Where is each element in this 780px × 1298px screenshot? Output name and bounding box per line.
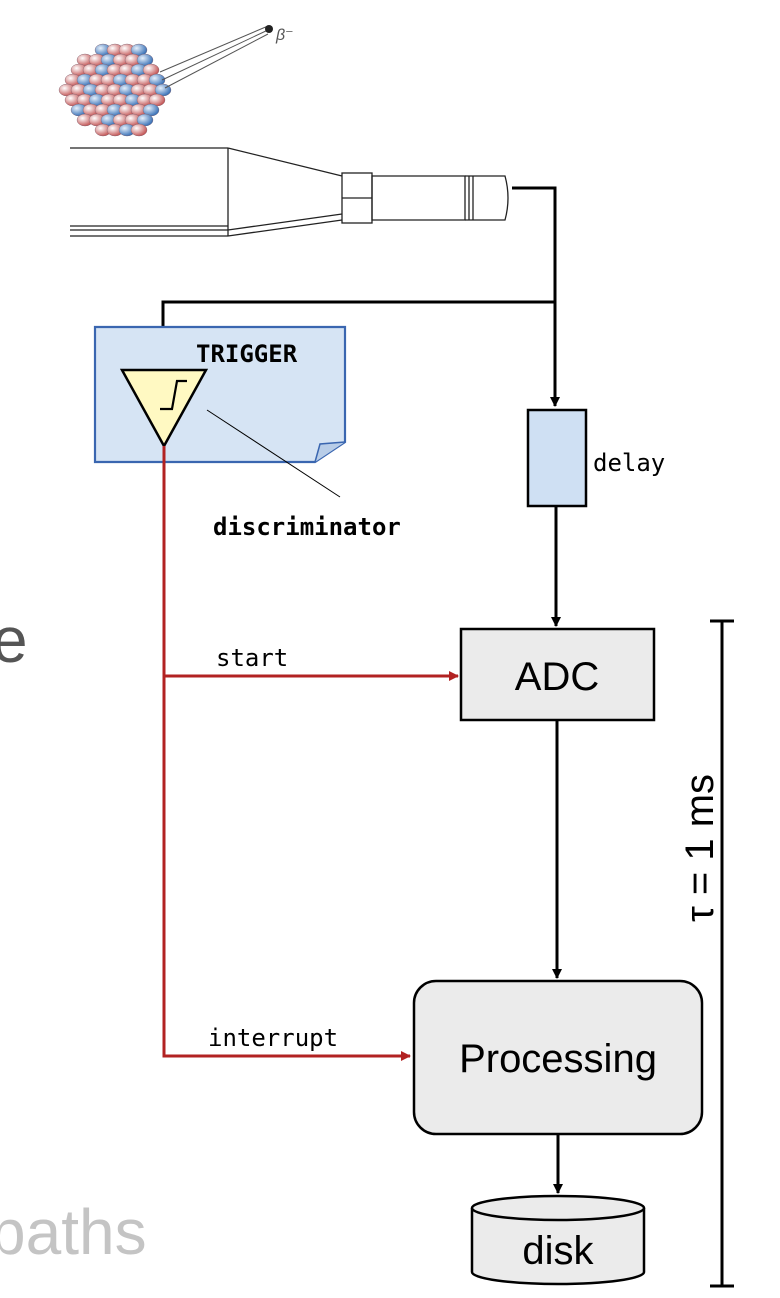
start-label: start: [216, 644, 288, 672]
adc-label: ADC: [515, 655, 599, 699]
interrupt-label: interrupt: [208, 1024, 338, 1052]
delay-label: delay: [593, 449, 665, 477]
trigger-title: TRIGGER: [196, 340, 298, 368]
delay-box: [526, 408, 588, 508]
signal-cable: [512, 186, 557, 300]
discriminator-callout-line: [206, 409, 341, 498]
disk-icon: [470, 1194, 646, 1286]
beta-label: β⁻: [275, 27, 294, 44]
disk-label: disk: [522, 1229, 594, 1273]
processing-label: Processing: [459, 1037, 657, 1081]
detector-icon: [70, 147, 509, 237]
trigger-signal-line: [162, 446, 411, 1061]
nucleus-icon: [58, 43, 172, 137]
beta-ray-icon: [159, 25, 273, 89]
dead-time-bracket: [710, 619, 734, 1288]
discriminator-icon: [119, 368, 209, 449]
adc-box: [459, 627, 656, 722]
cutoff-left-char: e: [0, 604, 28, 676]
cutoff-bottom-word: paths: [0, 1196, 147, 1268]
dead-time-label: τ = 1 ms: [678, 774, 722, 922]
discriminator-label: discriminator: [213, 513, 401, 541]
